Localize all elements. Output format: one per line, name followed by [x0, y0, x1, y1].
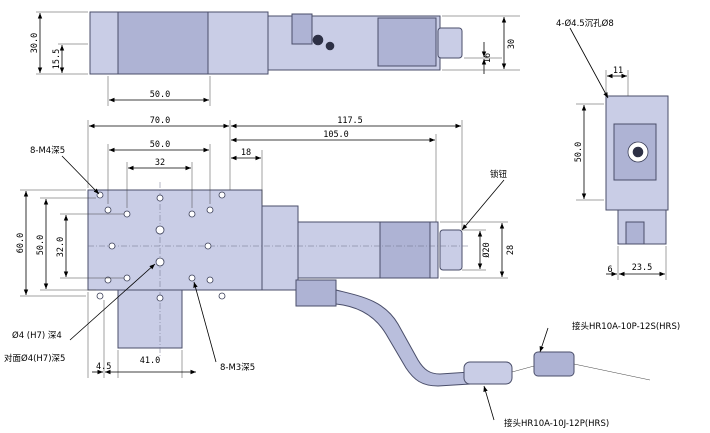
m4-hole: [206, 276, 214, 284]
top-view-motor: [377, 17, 437, 67]
side-view-motor-block: [625, 221, 645, 245]
dim-32-0-left: 32.0: [56, 237, 66, 257]
m4-hole: [206, 206, 214, 214]
dim-top-30-0: 30.0: [30, 33, 40, 53]
top-view-bracket: [291, 13, 313, 45]
dim-phi20: Ø20: [481, 242, 492, 257]
label-connector-s: 接头HR10A-10P-12S(HRS): [572, 321, 680, 332]
m3-hole: [123, 210, 131, 218]
side-view: 4-Ø4.5沉孔Ø8 11 50.0 6 23.5: [556, 18, 669, 280]
dim-side-50-0: 50.0: [574, 142, 584, 162]
mounting-holes: [96, 191, 226, 302]
m4-hole: [218, 292, 226, 300]
dim-side-6: 6: [607, 265, 612, 275]
motor-cylinder: [379, 221, 431, 279]
dim-70-0: 70.0: [150, 116, 170, 126]
cable-clamp: [295, 279, 337, 307]
dim-top-30: 30: [507, 39, 517, 49]
connector-plug-p: [463, 361, 513, 385]
m3-hole: [123, 274, 131, 282]
m3-hole: [156, 294, 164, 302]
m4-hole: [218, 191, 226, 199]
dim-top-15-5: 15.5: [52, 49, 62, 69]
motor-mount: [261, 205, 299, 291]
m3-hole: [188, 210, 196, 218]
pin-hole-phi4: [155, 225, 165, 235]
dim-105-0: 105.0: [323, 130, 349, 140]
dim-top-16: 16: [483, 53, 493, 63]
top-view-screw-head: [325, 41, 335, 51]
label-lock-knob: 锁钮: [490, 169, 508, 180]
m4-hole: [96, 292, 104, 300]
top-view-screw-head: [312, 34, 324, 46]
stage-body: [87, 189, 263, 291]
label-counterbore-holes: 4-Ø4.5沉孔Ø8: [556, 18, 614, 29]
motor-cable: [335, 289, 471, 387]
dim-18: 18: [241, 148, 251, 158]
top-view: 30.0 15.5 50.0 16 30: [30, 11, 520, 106]
m4-hole: [104, 276, 112, 284]
dim-50-0-left: 50.0: [36, 235, 46, 255]
dim-41-0: 41.0: [140, 356, 160, 366]
dim-side-11: 11: [613, 66, 623, 76]
m3-hole: [156, 194, 164, 202]
label-pin-hole: Ø4 (H7) 深4: [12, 330, 62, 341]
dim-50-0-top: 50.0: [150, 140, 170, 150]
top-view-stage-top: [117, 11, 209, 75]
m3-hole: [188, 274, 196, 282]
dim-60-0: 60.0: [16, 233, 26, 253]
lock-knob: [439, 229, 463, 271]
dim-28: 28: [506, 245, 516, 255]
label-8-m4: 8-M4深5: [30, 146, 65, 156]
m3-hole: [204, 242, 212, 250]
m3-hole: [108, 242, 116, 250]
label-pin-hole-opposite: 对面Ø4(H7)深5: [4, 353, 65, 364]
dim-4-5: 4.5: [96, 362, 111, 372]
dim-top-50-0: 50.0: [150, 90, 170, 100]
top-view-knob: [437, 27, 463, 59]
m4-hole: [104, 206, 112, 214]
main-view: 70.0 117.5 105.0 50.0 32 18 60.0 50.0: [4, 116, 680, 429]
side-view-bore-inner: [632, 146, 644, 158]
dim-side-23-5: 23.5: [632, 263, 652, 273]
connector-plug-s: [533, 351, 575, 377]
label-8-m3: 8-M3深5: [220, 363, 255, 373]
pin-hole-phi4: [155, 257, 165, 267]
stage-lower-block: [117, 289, 183, 349]
dim-32-top: 32: [155, 158, 165, 168]
label-connector-p: 接头HR10A-10J-12P(HRS): [504, 418, 609, 429]
dim-117-5: 117.5: [337, 116, 363, 126]
